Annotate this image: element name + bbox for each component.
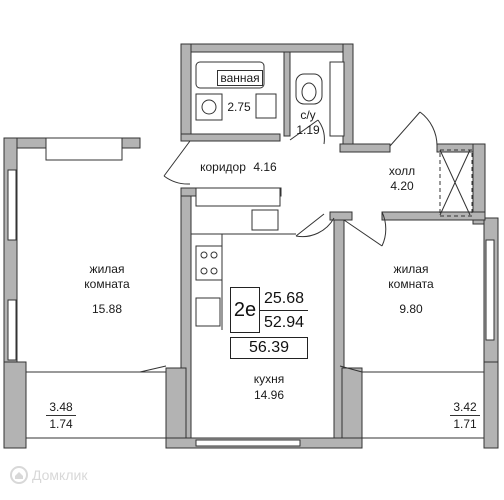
wall-bath-left (180, 43, 192, 142)
radiator-left-room-icon (45, 137, 123, 161)
hall-area: 4.20 (390, 179, 414, 193)
living-left-name-2: комната (84, 277, 130, 291)
toilet-area: 1.19 (296, 123, 320, 137)
summary-divider (260, 310, 308, 311)
total-with-balcony: 56.39 (230, 337, 308, 359)
partitions (191, 149, 473, 330)
kitchen-sink-icon (251, 209, 279, 231)
door-kitchen (295, 213, 335, 238)
living-area-total: 25.68 (263, 290, 305, 307)
corridor-name: коридор (200, 160, 246, 174)
door-toilet (289, 119, 325, 145)
door-corridor (163, 140, 191, 185)
hall-name: холл (388, 164, 416, 178)
door-entrance (389, 111, 438, 147)
door-balcony-left (139, 365, 167, 373)
kitchen-name: кухня (253, 372, 285, 386)
wall-right-room-top2 (381, 211, 486, 221)
wall-balcony-right-left (341, 367, 363, 449)
balcony-left-area-bottom: 1.74 (49, 417, 73, 431)
balcony-right-area-bottom: 1.71 (453, 417, 477, 431)
wall-balcony-left-right (165, 367, 187, 449)
door-balcony-right (339, 365, 363, 373)
counter-kitchen-icon (195, 187, 281, 207)
domclick-logo-icon (10, 466, 28, 484)
radiator-toilet-icon (329, 61, 345, 137)
living-left-name-1: жилая (89, 262, 125, 276)
fridge-icon (195, 297, 221, 327)
watermark: Домклик (10, 466, 87, 484)
door-right-room (343, 211, 387, 247)
wall-balcony-right (483, 361, 499, 449)
balcony-right-divider (450, 415, 480, 416)
balcony-left-area-top: 3.48 (49, 400, 73, 414)
living-right-name-2: комната (388, 277, 434, 291)
living-right-area: 9.80 (399, 302, 423, 316)
wall-right-room-top (329, 211, 353, 221)
balcony-right-area-top: 3.42 (453, 400, 477, 414)
wall-top-bath (180, 43, 352, 53)
bathroom-area: 2.75 (227, 100, 251, 114)
total-area: 52.94 (263, 314, 305, 331)
fixtures (45, 61, 345, 327)
wall-balcony-left (3, 361, 27, 449)
living-left-area: 15.88 (91, 302, 123, 316)
watermark-text: Домклик (32, 467, 88, 483)
wall-hall-right (472, 143, 486, 225)
windows (7, 169, 495, 447)
bathroom-name: ванная (217, 70, 263, 86)
bath-sink-icon (255, 93, 277, 119)
washing-machine-drum (201, 99, 217, 115)
apartment-code: 2e (230, 287, 260, 333)
wall-bath-bottom (180, 133, 281, 142)
window-kitchen (195, 439, 301, 447)
doors (139, 111, 438, 373)
apartment-summary: 2e 25.68 52.94 56.39 (230, 287, 308, 367)
balcony-lines (25, 371, 485, 439)
wall-hall-top-left (339, 143, 391, 153)
living-right-name-1: жилая (393, 262, 429, 276)
stove-icon (195, 245, 223, 281)
wall-bath-toilet (283, 51, 291, 137)
window-left-1 (7, 169, 17, 241)
window-left-2 (7, 299, 17, 361)
window-right (485, 239, 495, 341)
balcony-left-divider (46, 415, 76, 416)
toilet-name: с/у (300, 108, 316, 122)
kitchen-area: 14.96 (253, 388, 285, 402)
corridor-area: 4.16 (253, 160, 277, 174)
